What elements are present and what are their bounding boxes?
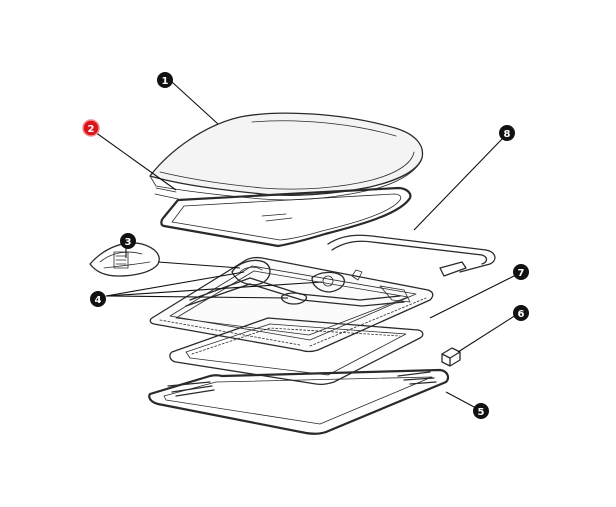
callout-2-marker [82,119,100,137]
callout-5-marker [473,403,489,419]
callout-6: 6 [513,305,529,321]
part-bottom-frame [148,368,450,435]
callout-1-marker [157,72,173,88]
callout-1-label: 1 [162,76,169,87]
callout-8: 8 [499,125,515,141]
callout-5: 5 [473,403,489,419]
part-dome-lid [149,112,424,201]
callout-3-label: 3 [125,237,132,248]
callout-7: 7 [513,264,529,280]
callout-7-marker [513,264,529,280]
callout-4: 4 [90,291,106,307]
callout-5-label: 5 [478,407,485,418]
part-connector [441,347,461,367]
callout-3-marker [120,233,136,249]
callout-6-label: 6 [518,309,525,320]
part-hinge-rod [327,234,496,277]
callout-3: 3 [120,233,136,249]
part-inner-trim-frame [169,317,424,386]
callout-2: 2 [82,119,100,137]
callout-1: 1 [157,72,173,88]
callout-2-label: 2 [88,124,95,135]
part-main-frame [149,256,434,353]
callout-7-label: 7 [518,268,525,279]
callout-8-marker [499,125,515,141]
part-lid-gasket [154,186,412,248]
callout-8-label: 8 [504,129,511,140]
callout-4-marker [90,291,106,307]
callout-6-marker [513,305,529,321]
leader-lines [94,81,517,409]
callout-4-label: 4 [95,295,102,306]
